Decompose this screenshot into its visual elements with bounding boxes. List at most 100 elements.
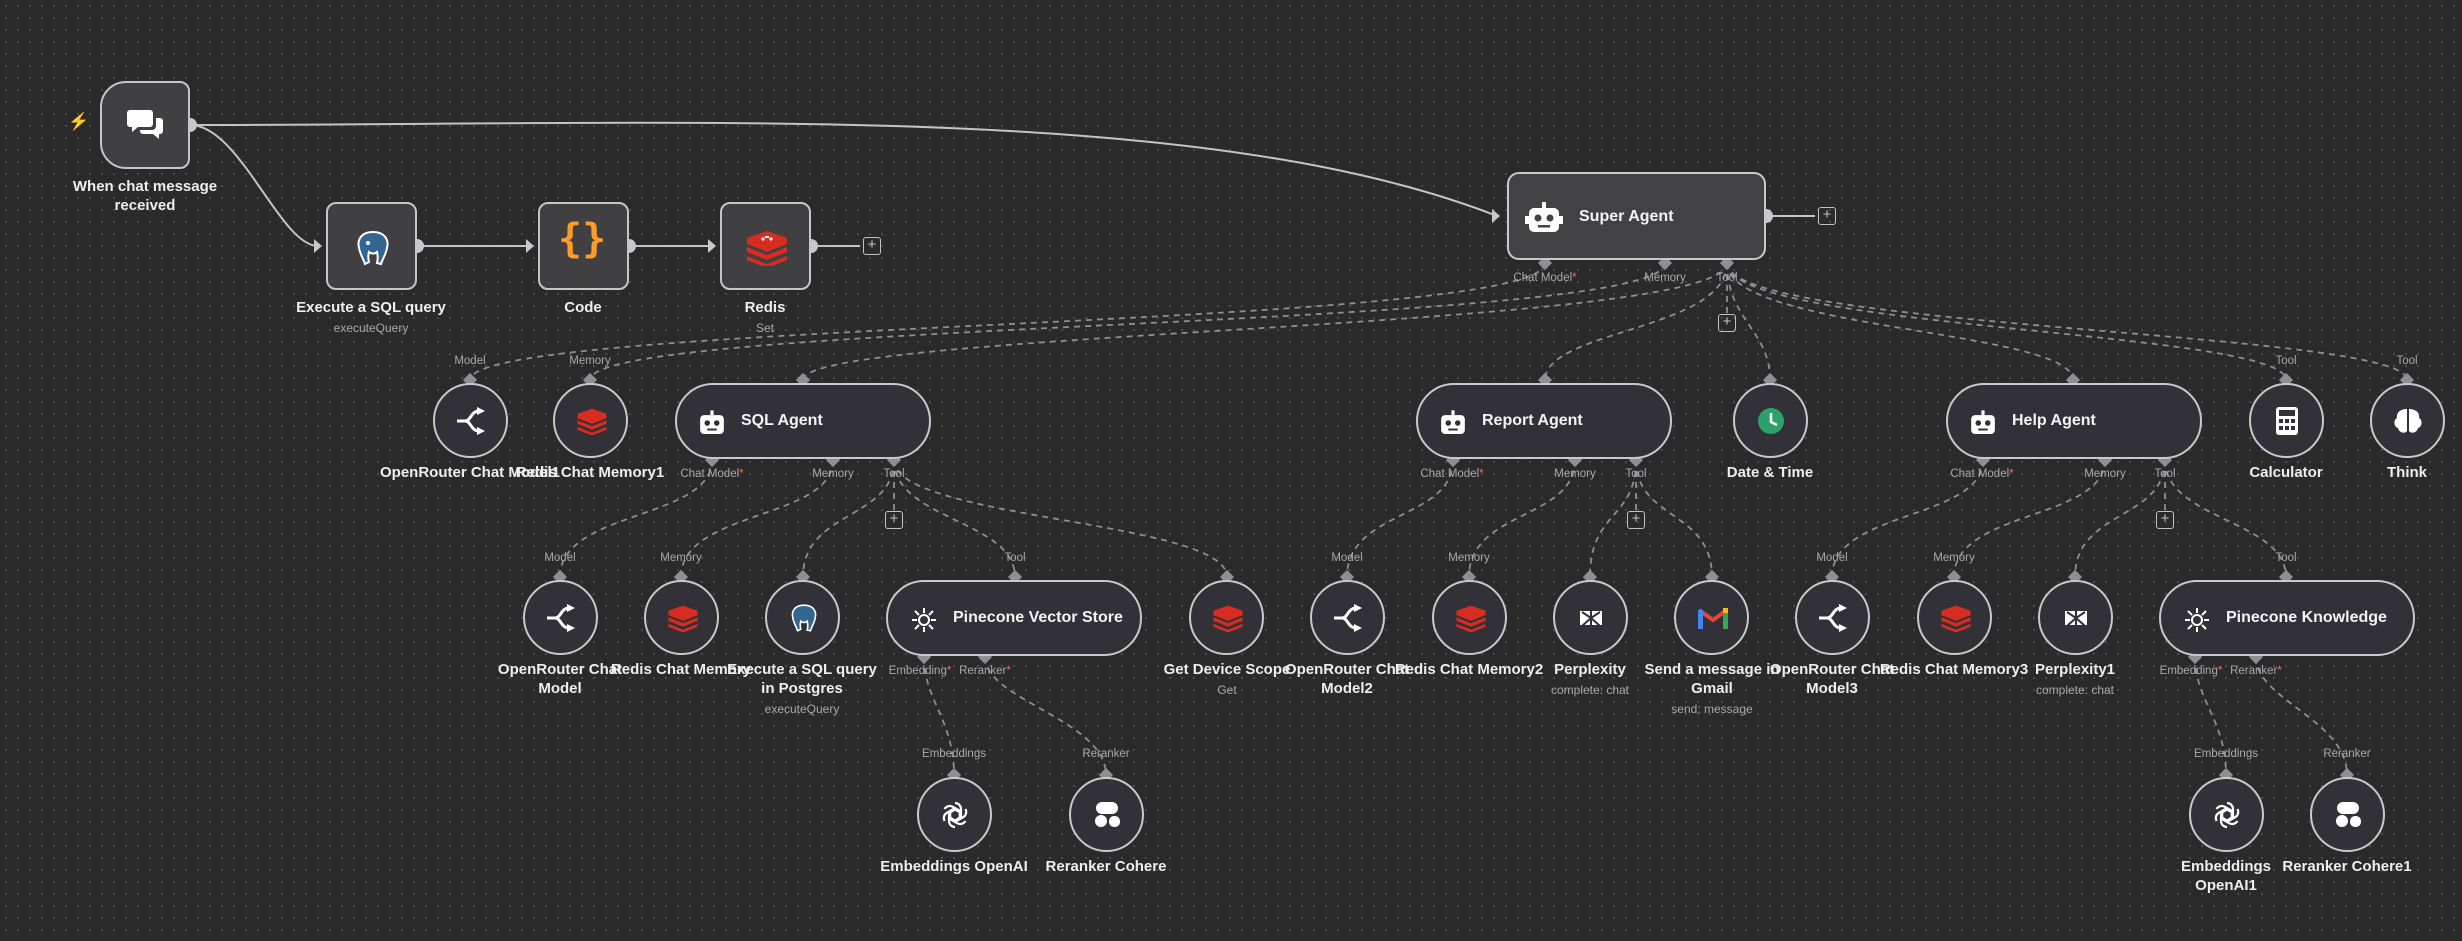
node-report-agent[interactable]: Report Agent xyxy=(1416,383,1672,459)
redis-stack-icon xyxy=(668,605,698,632)
node-redis-memory[interactable] xyxy=(644,580,719,655)
node-reranker-cohere[interactable] xyxy=(1069,777,1144,852)
label-openrouter3: OpenRouter Chat Model3 xyxy=(1769,661,1895,697)
node-chat-trigger[interactable] xyxy=(100,81,190,169)
port-redismem3-memory: Memory xyxy=(1933,552,1975,564)
cohere-icon xyxy=(2336,802,2361,827)
redis-stack-icon xyxy=(1213,605,1243,632)
label-redis-memory2: Redis Chat Memory2 xyxy=(1394,661,1544,678)
label-redis-memory3: Redis Chat Memory3 xyxy=(1879,661,2029,678)
gmail-icon xyxy=(1697,608,1729,629)
redis-stack-icon xyxy=(577,408,607,435)
robot-icon xyxy=(1525,202,1563,232)
redis-stack-icon xyxy=(747,231,787,266)
sub-perplexity1: complete: chat xyxy=(2035,683,2115,697)
port-sqlagent-tool: Tool xyxy=(883,468,905,480)
node-code[interactable]: {} xyxy=(538,202,629,290)
robot-icon xyxy=(700,410,724,435)
openrouter-icon xyxy=(547,604,575,632)
postgres-elephant-icon xyxy=(357,230,389,266)
port-redismem-memory: Memory xyxy=(660,552,702,564)
node-help-agent[interactable]: Help Agent xyxy=(1946,383,2202,459)
port-helpagent-chatmodel: Chat Model* xyxy=(1950,468,2014,480)
port-pinecone-tool: Tool xyxy=(1004,552,1026,564)
port-pineconek-reranker: Reranker* xyxy=(2230,665,2282,677)
port-openrouter3-model: Model xyxy=(1816,552,1848,564)
port-super-memory: Memory xyxy=(1644,272,1686,284)
node-openrouter[interactable] xyxy=(523,580,598,655)
node-perplexity1[interactable] xyxy=(2038,580,2113,655)
add-tool-button-sql[interactable]: + xyxy=(885,511,903,529)
node-reranker-cohere1[interactable] xyxy=(2310,777,2385,852)
port-reportagent-chatmodel: Chat Model* xyxy=(1420,468,1484,480)
pinecone-icon xyxy=(912,608,936,632)
node-openrouter3[interactable] xyxy=(1795,580,1870,655)
redis-stack-icon xyxy=(1941,605,1971,632)
port-super-tool: Tool xyxy=(1716,272,1738,284)
node-redis-memory2[interactable] xyxy=(1432,580,1507,655)
add-tool-button-help[interactable]: + xyxy=(2156,511,2174,529)
openrouter-icon xyxy=(457,407,485,435)
title-pinecone-knowledge: Pinecone Knowledge xyxy=(2226,609,2387,626)
node-execute-sql[interactable] xyxy=(326,202,417,290)
port-embeddings1-in: Embeddings xyxy=(2194,748,2258,760)
node-postgres[interactable] xyxy=(765,580,840,655)
label-date-time: Date & Time xyxy=(1726,464,1814,481)
title-super-agent: Super Agent xyxy=(1579,208,1674,225)
brain-icon xyxy=(2394,409,2422,433)
port-sqlagent-chatmodel: Chat Model* xyxy=(680,468,744,480)
port-super-chatmodel: Chat Model* xyxy=(1513,272,1577,284)
label-embeddings-openai: Embeddings OpenAI xyxy=(880,858,1028,875)
node-get-device-scope[interactable] xyxy=(1189,580,1264,655)
port-reportagent-memory: Memory xyxy=(1554,468,1596,480)
port-pinecone-embedding: Embedding* xyxy=(888,665,952,677)
node-embeddings-openai1[interactable] xyxy=(2189,777,2264,852)
label-calculator: Calculator xyxy=(2249,464,2323,481)
node-super-agent[interactable]: Super Agent xyxy=(1507,172,1766,260)
node-redis-memory1[interactable] xyxy=(553,383,628,458)
port-reranker-in: Reranker xyxy=(1082,748,1130,760)
port-pineconek-tool: Tool xyxy=(2275,552,2297,564)
add-node-button-redis[interactable]: + xyxy=(863,237,881,255)
sub-perplexity: complete: chat xyxy=(1550,683,1630,697)
add-tool-button-report[interactable]: + xyxy=(1627,511,1645,529)
wire-trigger-sql xyxy=(189,124,319,247)
add-tool-button-super[interactable]: + xyxy=(1718,314,1736,332)
label-postgres: Execute a SQL query in Postgres xyxy=(727,661,877,697)
label-perplexity1: Perplexity1 xyxy=(2034,661,2116,678)
port-sqlagent-memory: Memory xyxy=(812,468,854,480)
label-perplexity: Perplexity xyxy=(1554,661,1626,678)
node-sql-agent[interactable]: SQL Agent xyxy=(675,383,931,459)
node-openrouter2[interactable] xyxy=(1310,580,1385,655)
node-redis-set[interactable] xyxy=(720,202,811,290)
label-openrouter2: OpenRouter Chat Model2 xyxy=(1284,661,1410,697)
port-redismem1-memory: Memory xyxy=(569,355,611,367)
node-calculator[interactable] xyxy=(2249,383,2324,458)
curly-braces-icon: {} xyxy=(558,216,607,262)
node-embeddings-openai[interactable] xyxy=(917,777,992,852)
chat-bubbles-icon xyxy=(127,110,163,139)
title-sql-agent: SQL Agent xyxy=(741,412,823,429)
add-node-button-super[interactable]: + xyxy=(1818,207,1836,225)
title-pinecone-vector-store: Pinecone Vector Store xyxy=(953,609,1123,626)
port-think-tool: Tool xyxy=(2396,355,2418,367)
node-openrouter1[interactable] xyxy=(433,383,508,458)
node-perplexity[interactable] xyxy=(1553,580,1628,655)
node-pinecone-vector-store[interactable]: Pinecone Vector Store xyxy=(886,580,1142,656)
node-pinecone-knowledge[interactable]: Pinecone Knowledge xyxy=(2159,580,2415,656)
port-reranker1-in: Reranker xyxy=(2323,748,2371,760)
node-think[interactable] xyxy=(2370,383,2445,458)
node-date-time[interactable] xyxy=(1733,383,1808,458)
sub-gmail: send: message xyxy=(1671,702,1753,716)
node-gmail[interactable] xyxy=(1674,580,1749,655)
label-redis-memory1: Redis Chat Memory1 xyxy=(515,464,665,481)
node-redis-memory3[interactable] xyxy=(1917,580,1992,655)
sub-execute-sql: executeQuery xyxy=(333,321,409,335)
port-openrouter-model: Model xyxy=(544,552,576,564)
label-reranker-cohere: Reranker Cohere xyxy=(1045,858,1167,875)
wire-trigger-superagent xyxy=(189,121,1498,217)
redis-stack-icon xyxy=(1456,605,1486,632)
openai-icon xyxy=(942,801,968,829)
clock-icon xyxy=(1758,408,1784,434)
port-openrouter1-model: Model xyxy=(454,355,486,367)
